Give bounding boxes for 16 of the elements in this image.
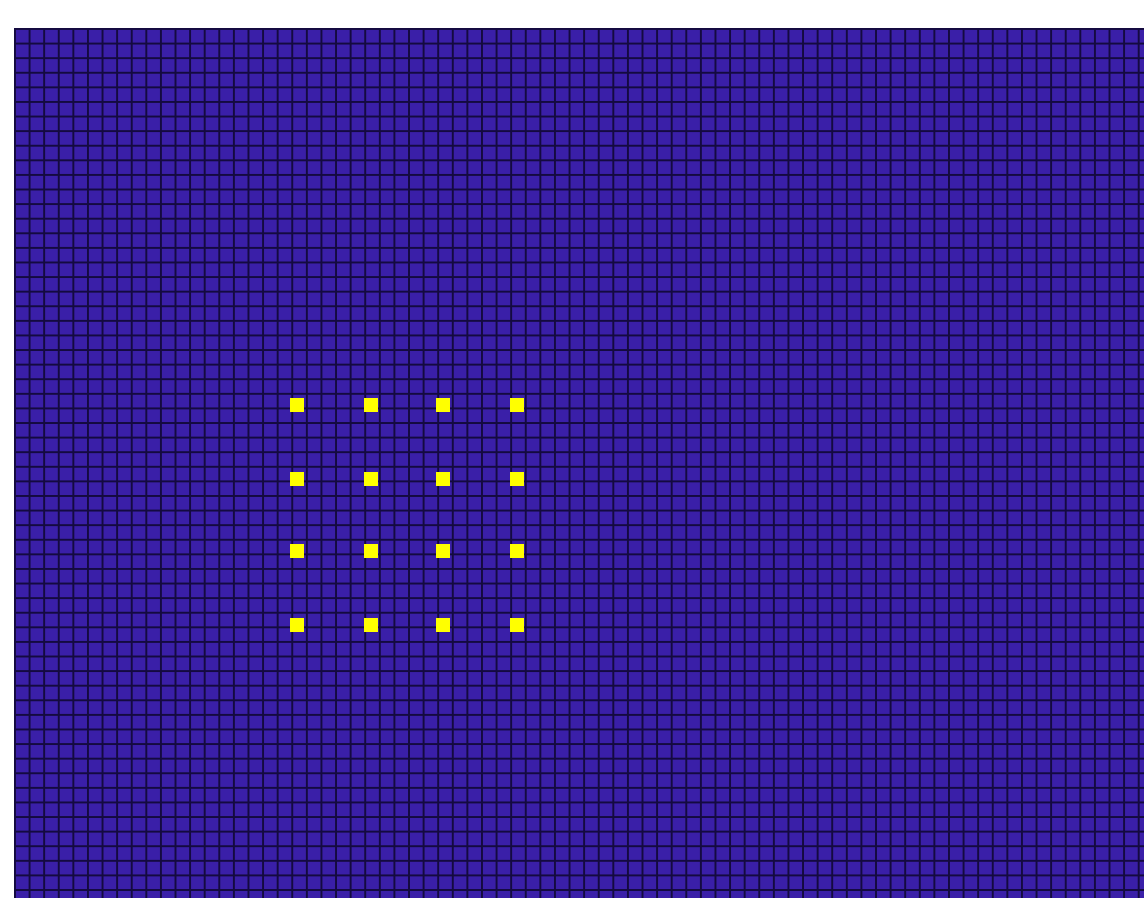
array-element-marker [290,398,304,412]
array-element-marker [290,544,304,558]
array-element-marker [363,544,377,558]
array-element-marker [436,471,450,485]
array-element-marker [363,617,377,631]
array-element-marker [290,617,304,631]
array-element-marker [436,398,450,412]
array-element-marker [436,617,450,631]
array-element-marker [509,471,523,485]
array-element-marker [363,398,377,412]
array-element-marker [436,544,450,558]
array-element-marker [509,544,523,558]
array-element-marker [290,471,304,485]
array-element-marker [363,471,377,485]
array-element-marker [509,398,523,412]
array-element-marker [509,617,523,631]
